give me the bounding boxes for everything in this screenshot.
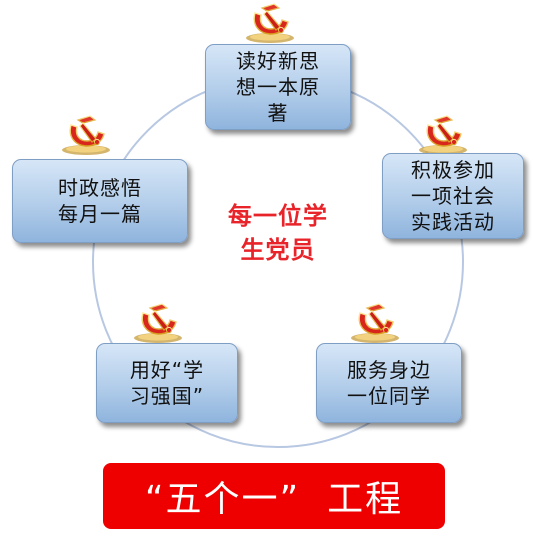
node-read-classics-line2: 想一本原	[236, 75, 320, 99]
party-emblem-icon	[413, 112, 473, 156]
node-monthly-essay-line1: 时政感悟	[58, 176, 142, 200]
node-monthly-essay-line2: 每月一篇	[58, 202, 142, 226]
node-monthly-essay: 时政感悟 每月一篇	[12, 159, 188, 243]
node-read-classics-line1: 读好新思	[236, 49, 320, 73]
project-banner-label: “五个一” 工程	[144, 479, 404, 520]
node-social-practice: 积极参加 一项社会 实践活动	[382, 153, 524, 239]
node-serve-classmate-line1: 服务身边	[347, 358, 431, 382]
node-serve-classmate: 服务身边 一位同学	[316, 343, 462, 423]
center-label-line1: 每一位学	[228, 202, 328, 230]
node-read-classics-line3: 著	[267, 101, 289, 125]
node-xuexi-qiangguo-line1: 用好“学	[129, 358, 205, 382]
node-xuexi-qiangguo-line2: 习强国”	[129, 384, 205, 408]
node-social-practice-line1: 积极参加	[411, 158, 495, 182]
project-banner: “五个一” 工程	[103, 463, 445, 529]
node-serve-classmate-line2: 一位同学	[347, 384, 431, 408]
party-emblem-icon	[56, 112, 116, 156]
party-emblem-icon	[240, 0, 300, 44]
center-label: 每一位学 生党员	[208, 199, 348, 267]
node-social-practice-line2: 一项社会	[411, 184, 495, 208]
center-label-line2: 生党员	[240, 236, 316, 264]
party-emblem-icon	[128, 300, 188, 344]
node-social-practice-line3: 实践活动	[411, 210, 495, 234]
node-xuexi-qiangguo: 用好“学 习强国”	[96, 343, 238, 423]
party-emblem-icon	[345, 300, 405, 344]
node-read-classics: 读好新思 想一本原 著	[205, 44, 351, 130]
